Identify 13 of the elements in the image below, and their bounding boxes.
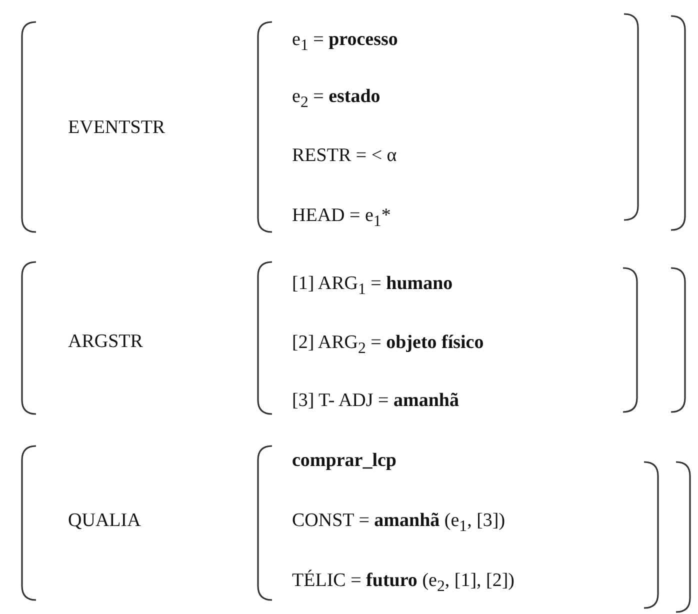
feature-value-text: e$_{2}$ = estado <box>292 86 380 113</box>
attribute-name: QUALIA <box>68 510 141 532</box>
feature-value-text: [1] ARG$_{1}$ = humano <box>292 273 453 300</box>
feature-value-text: comprar_lcp <box>292 450 396 472</box>
feature-value-text: TÉLIC = futuro (e$_{2}$, [1], [2]) <box>292 570 515 597</box>
feature-value-text: CONST = amanhã (e$_{1}$, [3]) <box>292 510 506 537</box>
attribute-name: EVENTSTR <box>68 117 166 139</box>
feature-value-text: e$_{1}$ = processo <box>292 29 398 56</box>
feature-value-text: [2] ARG$_{2}$ = objeto físico <box>292 332 484 359</box>
feature-value-text: RESTR = < α <box>292 145 397 167</box>
feature-value-text: [3] T- ADJ = amanhã <box>292 390 459 412</box>
feature-value-text: HEAD = e$_{1}$* <box>292 205 391 232</box>
attribute-name: ARGSTR <box>68 331 143 353</box>
